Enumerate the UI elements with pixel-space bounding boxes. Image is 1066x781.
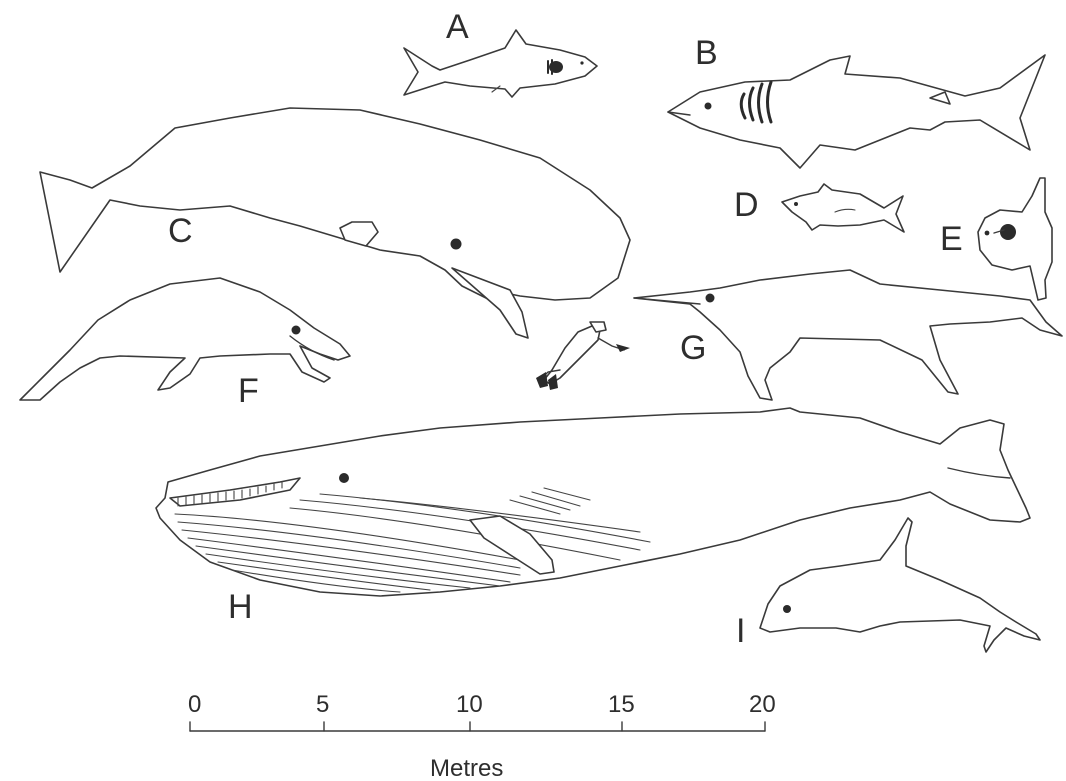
label-e: E bbox=[940, 220, 963, 258]
animal-a-shark bbox=[404, 30, 597, 97]
scale-bar: 0 5 10 15 20 Metres bbox=[188, 691, 776, 781]
scale-tick-15: 15 bbox=[608, 691, 635, 718]
label-d: D bbox=[734, 186, 759, 224]
animal-i-dolphin bbox=[760, 518, 1040, 652]
scale-tick-20: 20 bbox=[749, 691, 776, 718]
scale-tick-0: 0 bbox=[188, 691, 201, 718]
animal-d-tuna bbox=[782, 184, 904, 232]
label-a: A bbox=[446, 8, 469, 46]
animal-f-dolphin-like bbox=[20, 278, 350, 400]
animal-b-basking-shark bbox=[668, 55, 1045, 168]
scale-tick-5: 5 bbox=[316, 691, 329, 718]
label-h: H bbox=[228, 588, 253, 626]
label-c: C bbox=[168, 212, 193, 250]
label-f: F bbox=[238, 372, 259, 410]
label-i: I bbox=[736, 612, 745, 650]
scale-unit-label: Metres bbox=[430, 755, 503, 781]
scale-tick-10: 10 bbox=[456, 691, 483, 718]
label-g: G bbox=[680, 329, 706, 367]
animal-e-sunfish bbox=[978, 178, 1052, 300]
scale-bar-ticks bbox=[190, 722, 765, 731]
label-b: B bbox=[695, 34, 718, 72]
scuba-diver-figure bbox=[536, 322, 630, 390]
